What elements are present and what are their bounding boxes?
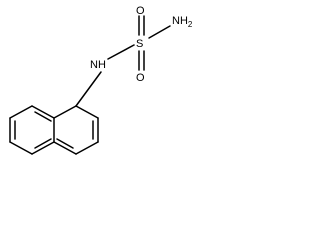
- o-bottom-label: O: [136, 72, 145, 84]
- naphthalene-ring-left: [9, 105, 55, 155]
- double-bond-inner: [34, 111, 52, 122]
- double-bond-s-o-top: [138, 15, 145, 36]
- bond: [31, 141, 55, 155]
- bond: [75, 105, 99, 119]
- double-bond-inner: [34, 138, 52, 149]
- bond: [53, 105, 77, 119]
- bond: [9, 105, 33, 119]
- bond: [75, 141, 99, 155]
- nh2-main: NH: [172, 15, 188, 27]
- double-bond-s-o-bottom: [138, 50, 145, 71]
- naphthalene-ring-right: [53, 105, 99, 155]
- bond: [53, 141, 77, 155]
- bond-n-s: [107, 44, 135, 60]
- double-bond-inner: [56, 138, 74, 149]
- nh-label: NH: [90, 59, 106, 71]
- o-top-label: O: [136, 5, 145, 17]
- bond-c-n: [75, 71, 102, 107]
- bond: [9, 141, 33, 155]
- naphthyl-sulfamide-structure: NH S O O NH2: [9, 5, 193, 155]
- bond: [31, 105, 55, 119]
- nh2-subscript: 2: [188, 20, 193, 29]
- s-label: S: [136, 38, 143, 50]
- structure-canvas: NH S O O NH2: [0, 0, 200, 188]
- nh2-label: NH2: [172, 15, 193, 29]
- bond-s-n: [148, 25, 171, 39]
